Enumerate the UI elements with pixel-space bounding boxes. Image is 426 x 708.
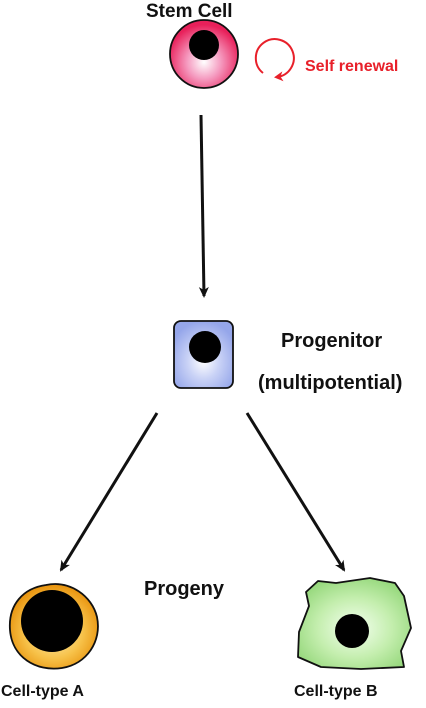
arrow-progenitor-to-type-b (245, 412, 346, 572)
cell-type-b-nucleus (335, 614, 369, 648)
cell-type-b (297, 577, 412, 670)
cell-type-a-label: Cell-type A (1, 683, 84, 700)
progenitor-cell (173, 320, 234, 389)
self-renewal-arrow (254, 38, 295, 82)
arrow-stem-to-progenitor (198, 114, 209, 298)
progenitor-nucleus (189, 331, 221, 363)
stem-cell-nucleus (189, 30, 219, 60)
progenitor-label: Progenitor (281, 330, 383, 352)
self-renewal-label: Self renewal (305, 58, 399, 75)
stem-cell (169, 19, 239, 89)
stem-cell-label: Stem Cell (146, 1, 233, 22)
arrow-progenitor-to-type-a (59, 412, 159, 572)
progeny-label: Progeny (144, 578, 225, 600)
cell-type-b-label: Cell-type B (294, 683, 378, 700)
cell-type-a-nucleus (21, 590, 83, 652)
multipotential-label: (multipotential) (258, 372, 403, 394)
cell-type-a (9, 583, 99, 670)
